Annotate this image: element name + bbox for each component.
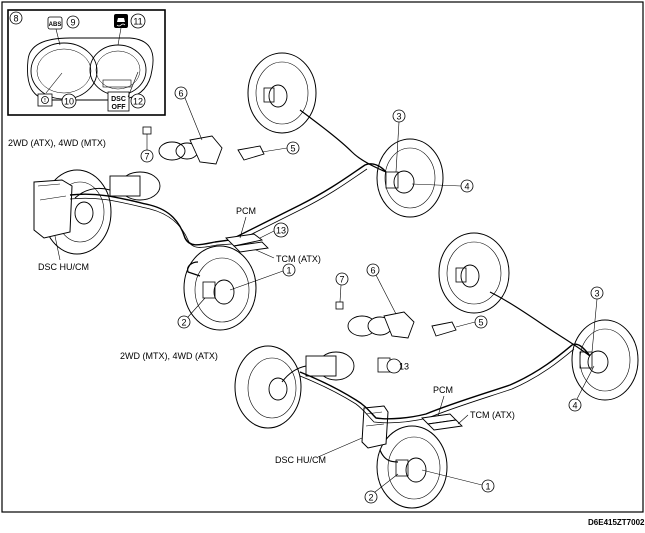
callout-6-top: 6 [178, 89, 183, 99]
callout-13-bottom: 13 [399, 362, 409, 372]
callout-6-bottom: 6 [370, 266, 375, 276]
callout-1-bottom: 1 [485, 482, 490, 492]
dsc-off-icon: DSC OFF [107, 91, 130, 112]
callout-4-bottom: 4 [572, 401, 577, 411]
callout-2-bottom: 2 [368, 493, 373, 503]
abs-warning-icon: ABS [49, 22, 62, 28]
callout-3-bottom: 3 [594, 289, 599, 299]
callout-7-top: 7 [144, 152, 149, 162]
diagram-frame [1, 1, 644, 513]
pcm-label-top: PCM [236, 206, 256, 216]
callout-8: 8 [13, 14, 18, 24]
instrument-cluster-inset: ABS ! DSC OFF 8 9 11 10 [7, 9, 166, 116]
figure-code: D6E415ZT7002 [588, 518, 645, 527]
svg-text:DSC: DSC [111, 96, 126, 103]
tcm-label-bottom: TCM (ATX) [470, 410, 515, 420]
callout-3-top: 3 [396, 112, 401, 122]
config-label-bottom: 2WD (MTX), 4WD (ATX) [120, 351, 218, 361]
callout-7-bottom: 7 [339, 275, 344, 285]
callout-12: 12 [133, 97, 143, 107]
callout-13-top: 13 [276, 226, 286, 236]
callout-2-top: 2 [181, 318, 186, 328]
dsc-hu-cm-label-bottom: DSC HU/CM [275, 455, 326, 465]
callout-1-top: 1 [286, 266, 291, 276]
svg-text:OFF: OFF [112, 104, 127, 111]
callout-5-top: 5 [290, 144, 295, 154]
dsc-indicator-icon [114, 14, 128, 28]
callout-4-top: 4 [464, 182, 469, 192]
config-label-top: 2WD (ATX), 4WD (MTX) [8, 138, 106, 148]
tcm-label-top: TCM (ATX) [276, 254, 321, 264]
top-vehicle-layout [33, 52, 444, 331]
callout-9: 9 [70, 18, 75, 28]
pcm-label-bottom: PCM [433, 385, 453, 395]
callout-5-bottom: 5 [478, 318, 483, 328]
bottom-vehicle-layout [234, 232, 639, 509]
dsc-hu-cm-label-top: DSC HU/CM [38, 262, 89, 272]
svg-text:!: ! [44, 98, 46, 104]
callout-10: 10 [64, 97, 74, 107]
callout-11: 11 [133, 17, 142, 27]
brake-system-warning-icon: ! [37, 93, 53, 107]
